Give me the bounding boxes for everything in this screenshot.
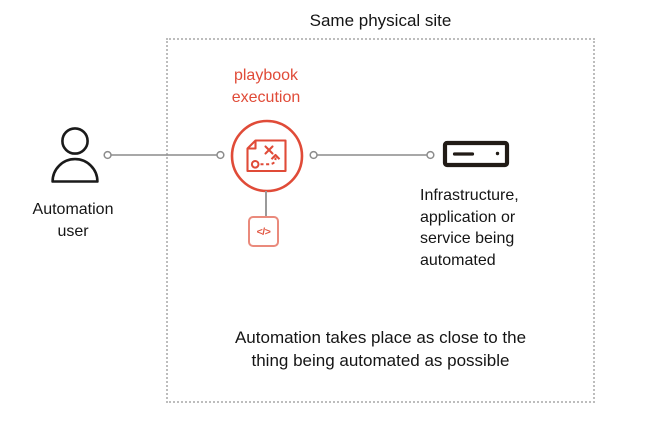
code-icon: </> — [248, 216, 279, 247]
playbook-node-label: playbook execution — [206, 65, 326, 109]
connector-playbook-to-code — [265, 191, 267, 217]
code-glyph: </> — [256, 225, 271, 238]
playbook-label-line: playbook — [233, 67, 299, 84]
target-node-label: Infrastructure, application or service b… — [420, 185, 590, 271]
user-label-line: Automation — [32, 201, 114, 218]
diagram-caption: Automation takes place as close to the t… — [166, 326, 595, 372]
boundary-box — [166, 38, 595, 403]
connector-playbook-to-target — [309, 150, 435, 160]
target-label-line: automated — [420, 251, 496, 269]
user-label-line: user — [57, 223, 89, 240]
target-label-line: application or — [420, 208, 516, 226]
server-icon — [442, 140, 510, 168]
playbook-strategy-icon — [230, 119, 304, 193]
caption-line: thing being automated as possible — [251, 351, 510, 370]
user-node-label: Automation user — [13, 199, 133, 243]
caption-line: Automation takes place as close to the — [234, 328, 527, 347]
target-label-line: service being — [420, 230, 515, 247]
connector-user-to-playbook — [103, 150, 225, 160]
target-label-line: Infrastructure, — [420, 187, 519, 204]
person-icon — [51, 127, 99, 183]
boundary-title: Same physical site — [309, 11, 452, 30]
playbook-label-line: execution — [231, 89, 301, 106]
